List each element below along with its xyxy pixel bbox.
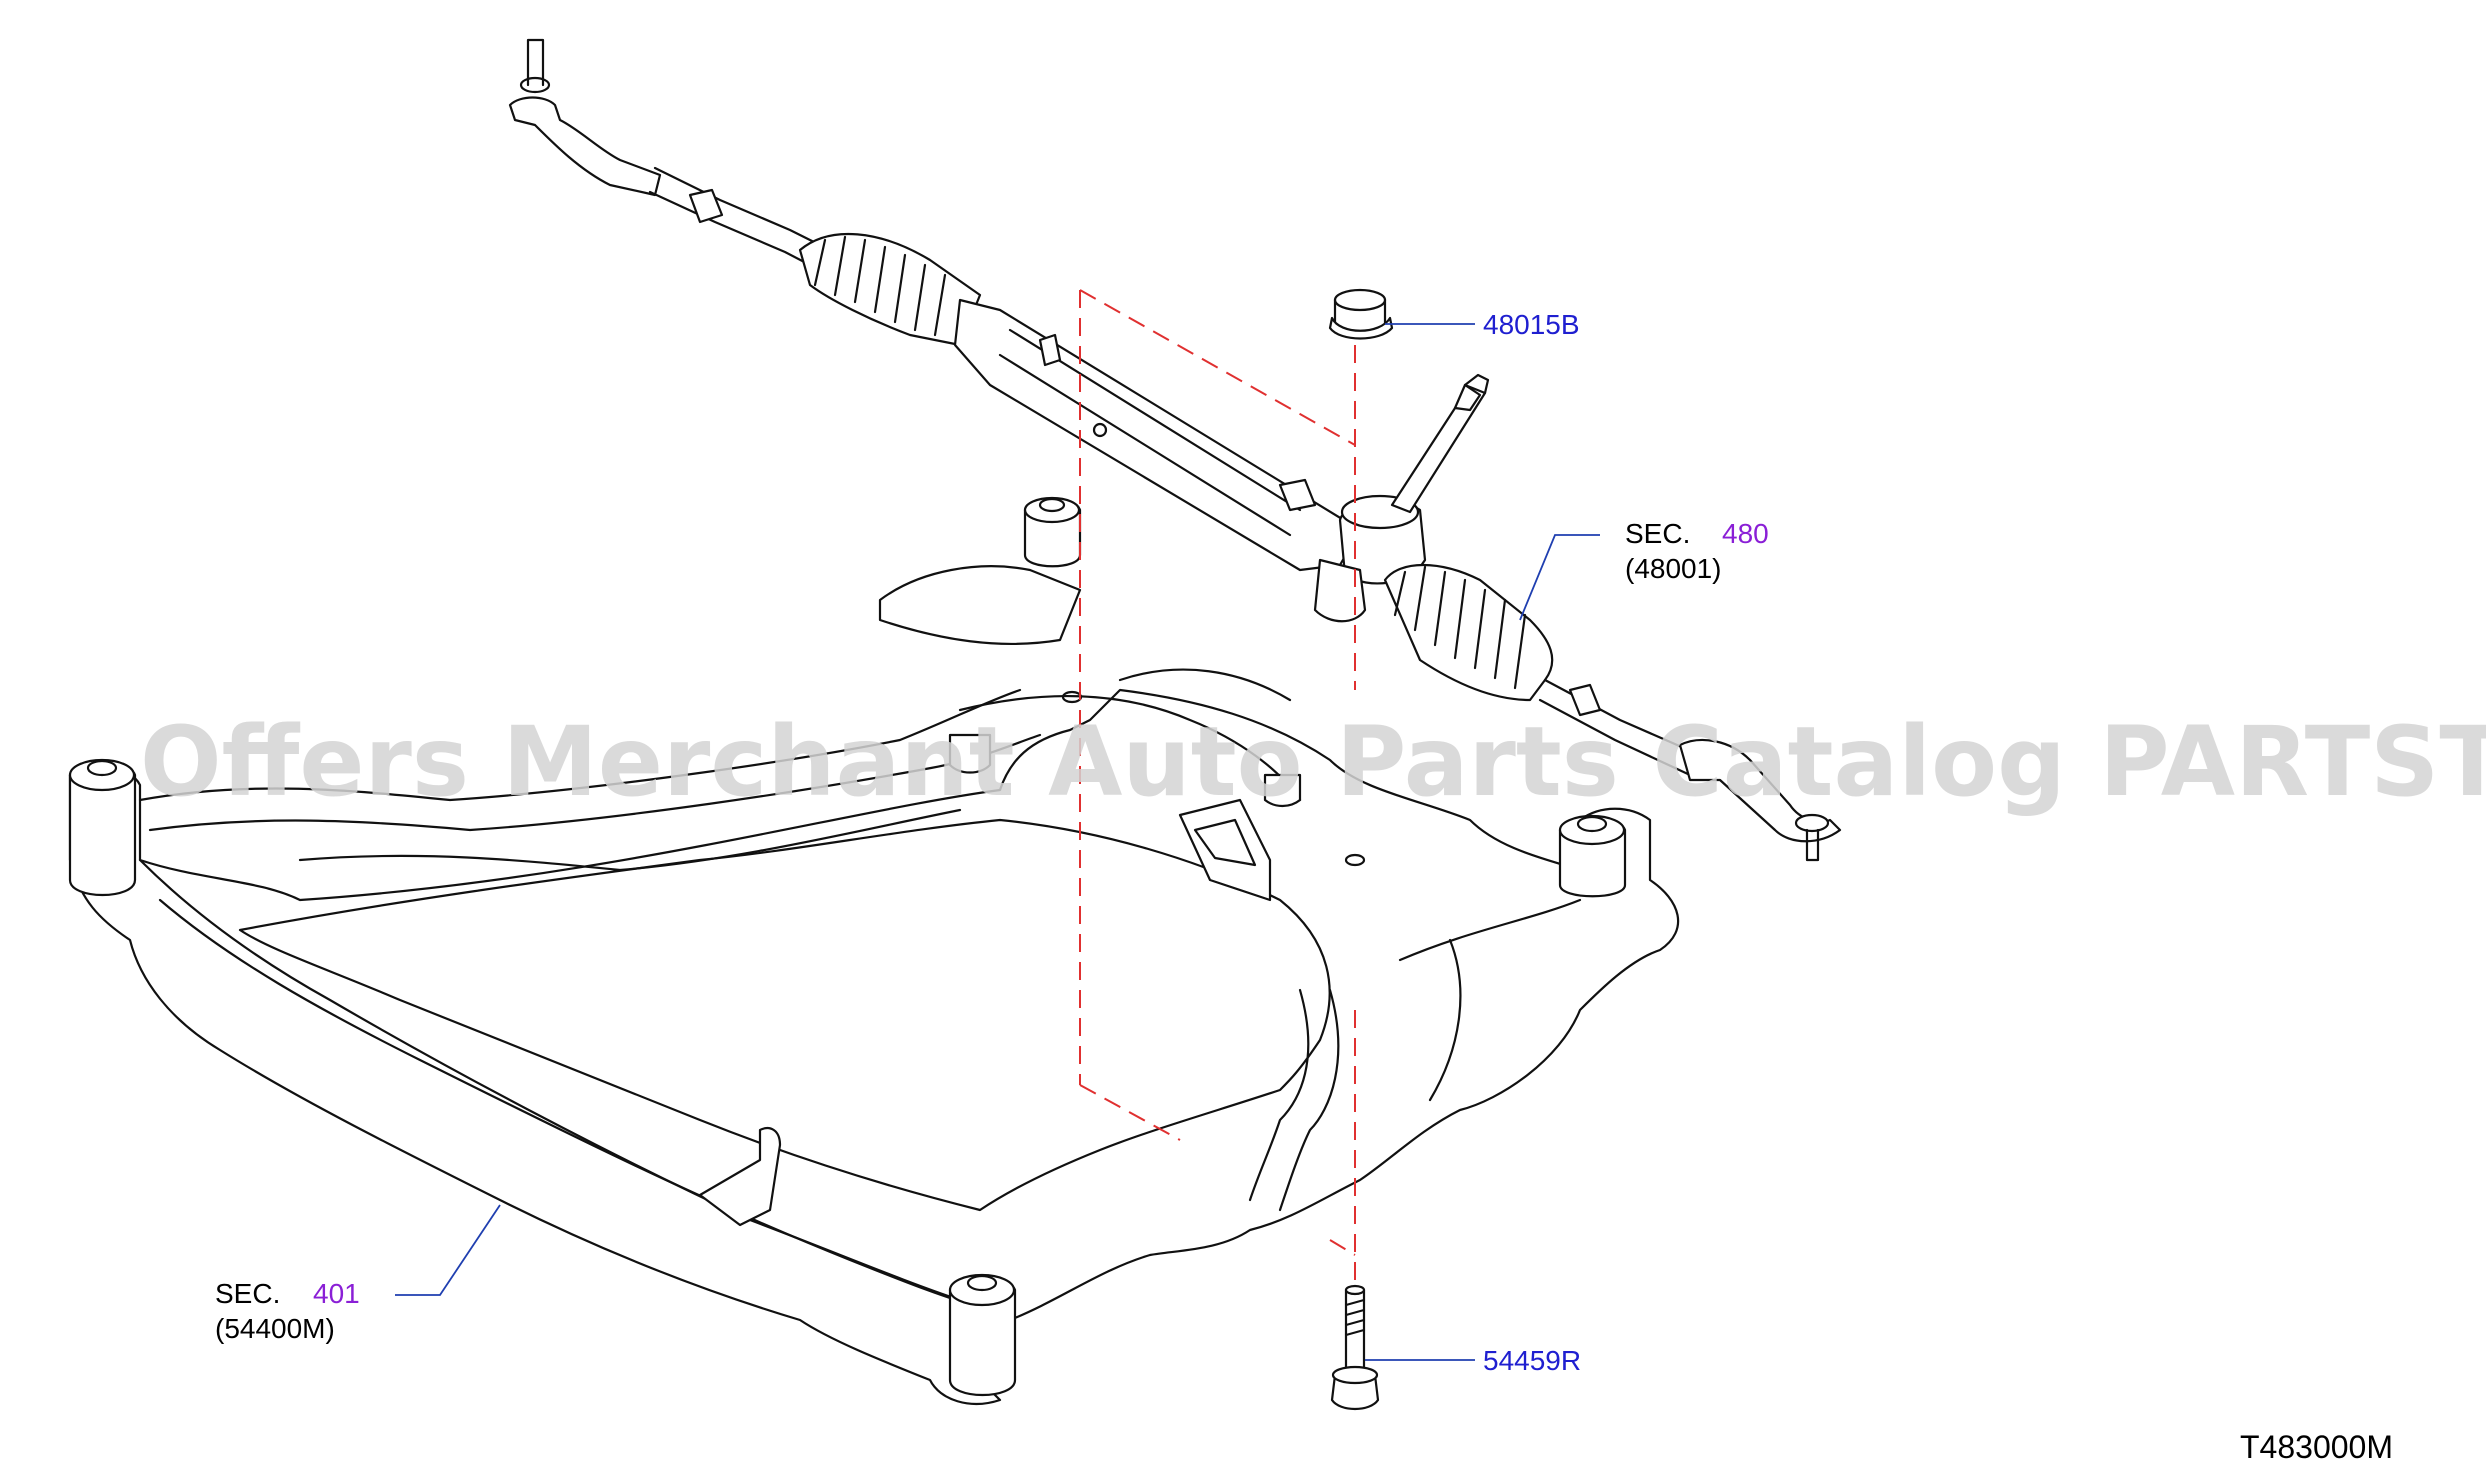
- front-left-bushing: [68, 758, 137, 896]
- gear-section-number[interactable]: 480: [1722, 518, 1769, 549]
- front-right-bushing: [948, 1273, 1017, 1396]
- gear-part-ref: (48001): [1625, 553, 1722, 584]
- suspension-member-drawing: [68, 496, 1680, 1405]
- nut-part-number[interactable]: 48015B: [1483, 309, 1580, 340]
- rear-left-bushing: [1023, 496, 1082, 568]
- nut-drawing: [1328, 288, 1394, 340]
- rear-right-bushing: [1558, 814, 1627, 898]
- bolt-drawing: [1330, 1284, 1380, 1411]
- member-part-ref: (54400M): [215, 1313, 335, 1344]
- gear-section-prefix: SEC.: [1625, 518, 1690, 549]
- steering-gear-drawing: [508, 38, 1842, 862]
- member-section-prefix: SEC.: [215, 1278, 280, 1309]
- diagram-code: T483000M: [2240, 1429, 2393, 1465]
- assembly-dashed-lines: [1079, 289, 1356, 1280]
- watermark-text: Offers Merchant Auto Parts Catalog PARTS…: [140, 706, 2486, 818]
- member-section-number[interactable]: 401: [313, 1278, 360, 1309]
- leader-lines: [395, 323, 1600, 1361]
- bolt-part-number[interactable]: 54459R: [1483, 1345, 1581, 1376]
